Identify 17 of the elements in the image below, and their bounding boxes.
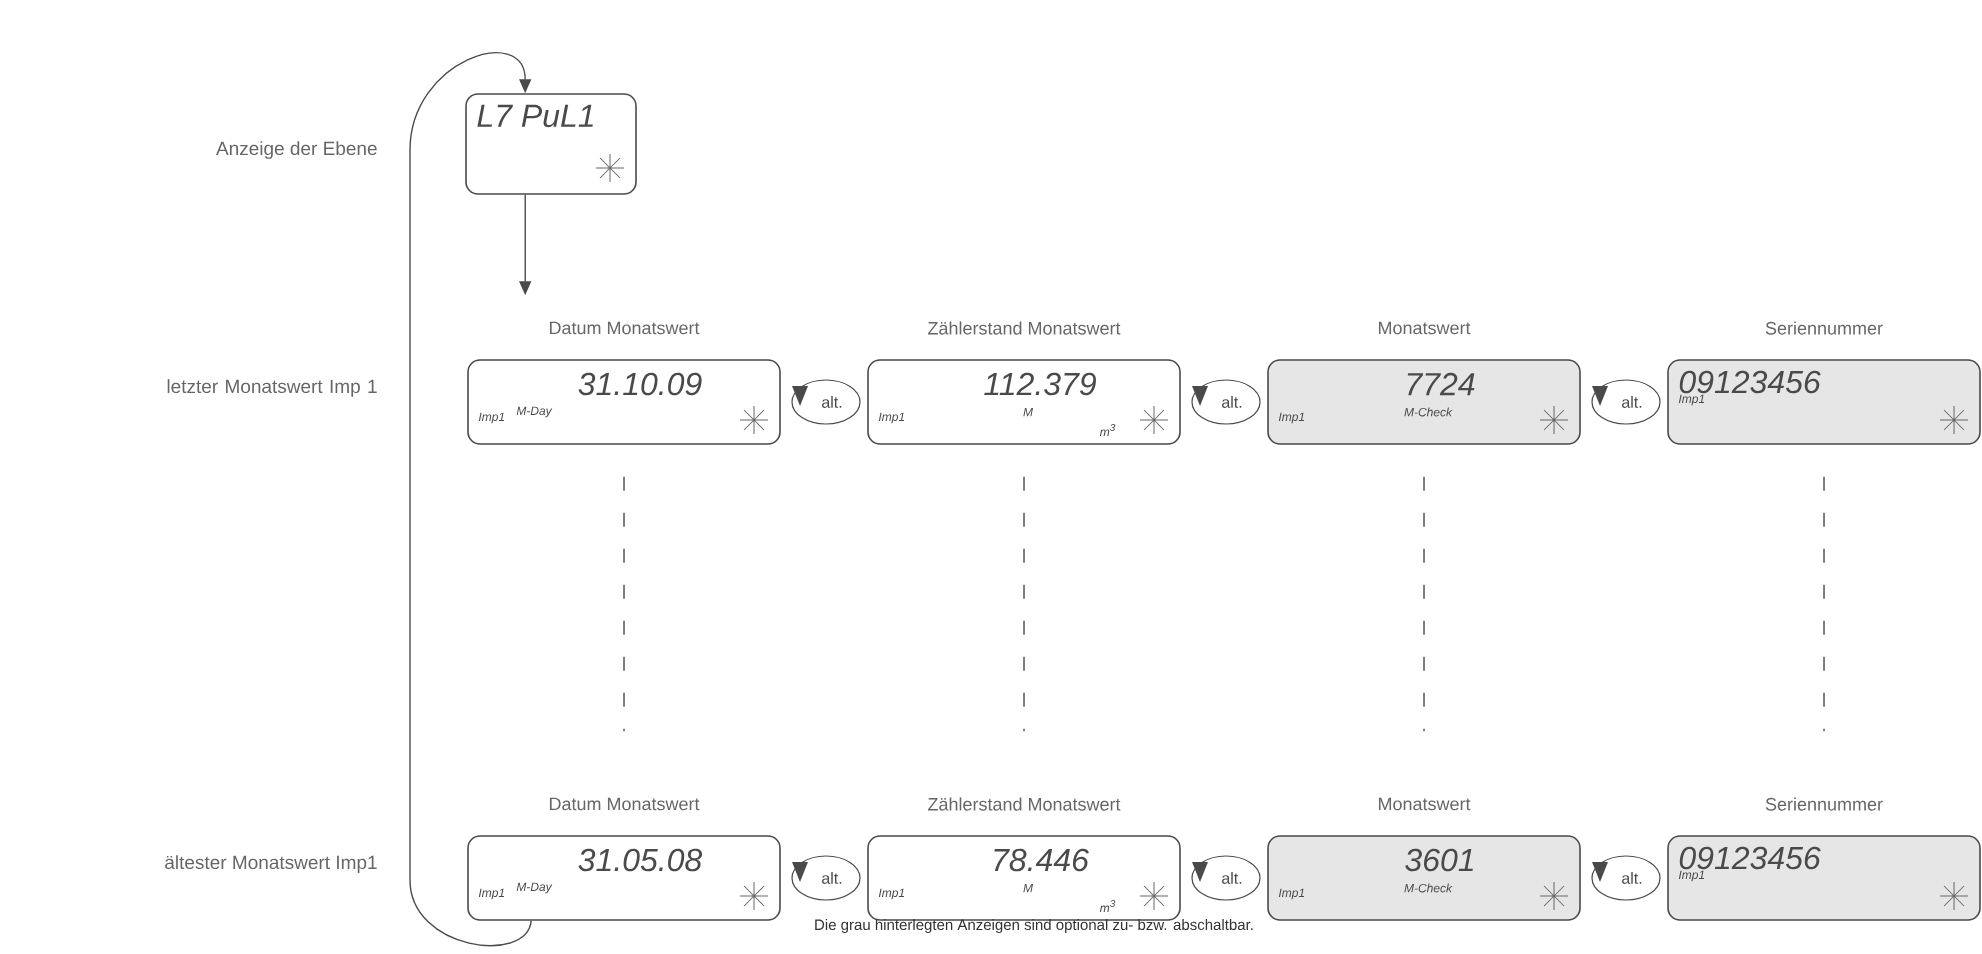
- node-label: Monatswert: [1378, 321, 1471, 335]
- node-label: Datum Monatswert: [549, 321, 700, 335]
- node-label: Zählerstand Monatswert: [928, 321, 1121, 335]
- dashed-line: [1823, 476, 1825, 732]
- dashed-line: [1023, 476, 1025, 732]
- node-label: Zählerstand Monatswert: [928, 797, 1121, 811]
- node-label: Monatswert: [1378, 797, 1471, 811]
- row-label: Anzeige der Ebene: [216, 141, 377, 159]
- node-label: Datum Monatswert: [549, 797, 700, 811]
- dashed-line: [1423, 476, 1425, 732]
- dashed-line: [623, 476, 625, 732]
- loop-arrow: [409, 52, 532, 947]
- node-label: Seriennummer: [1765, 321, 1883, 335]
- row-label: letzter Monatswert Imp 1: [167, 379, 377, 397]
- row-label: ältester Monatswert Imp1: [165, 855, 377, 873]
- node-label: Seriennummer: [1765, 797, 1883, 811]
- lcd-display: L7 PuL1: [465, 93, 637, 195]
